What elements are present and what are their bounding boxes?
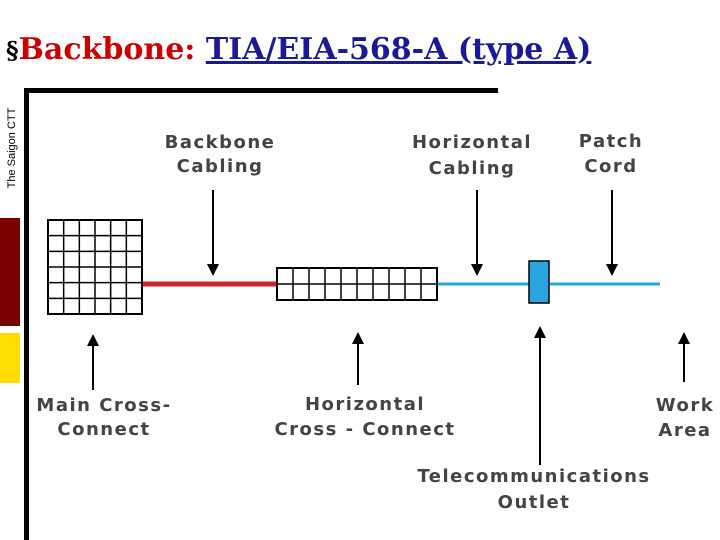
label-patch-cord-line1: Patch: [579, 131, 643, 152]
label-horizontal-cross-connect-line2: Cross - Connect: [274, 419, 455, 440]
left-vertical-bar: [24, 88, 29, 540]
label-horizontal-cabling-line2: Cabling: [429, 158, 516, 179]
bullet-icon: §: [6, 36, 19, 65]
title-part-2: TIA/EIA-568-A (type A): [205, 32, 592, 67]
label-patch-cord-line2: Cord: [584, 156, 637, 177]
side-block-yellow: [0, 333, 20, 383]
label-horizontal-cross-connect-line1: Horizontal: [305, 394, 425, 415]
horizontal-cross-connect-panel: [276, 267, 438, 301]
label-horizontal-cabling-line1: Horizontal: [412, 132, 532, 153]
label-main-cross-connect-line2: Connect: [57, 419, 150, 440]
telecom-outlet-icon: [528, 260, 550, 304]
label-work-area-line2: Area: [658, 420, 711, 441]
label-main-cross-connect-line1: Main Cross-: [36, 395, 171, 416]
label-backbone-cabling-line1: Backbone: [165, 132, 276, 153]
side-block-dark-red: [0, 218, 20, 326]
slide-title: §Backbone: TIA/EIA-568-A (type A): [6, 32, 591, 67]
label-backbone-cabling-line2: Cabling: [177, 156, 264, 177]
label-telecom-outlet-line2: Outlet: [498, 492, 571, 513]
main-cross-connect-panel: [47, 219, 143, 315]
label-telecom-outlet-line1: Telecommunications: [417, 466, 650, 487]
title-underline-bar: [26, 88, 498, 93]
title-part-1: Backbone:: [18, 32, 206, 67]
label-work-area-line1: Work: [656, 395, 714, 416]
